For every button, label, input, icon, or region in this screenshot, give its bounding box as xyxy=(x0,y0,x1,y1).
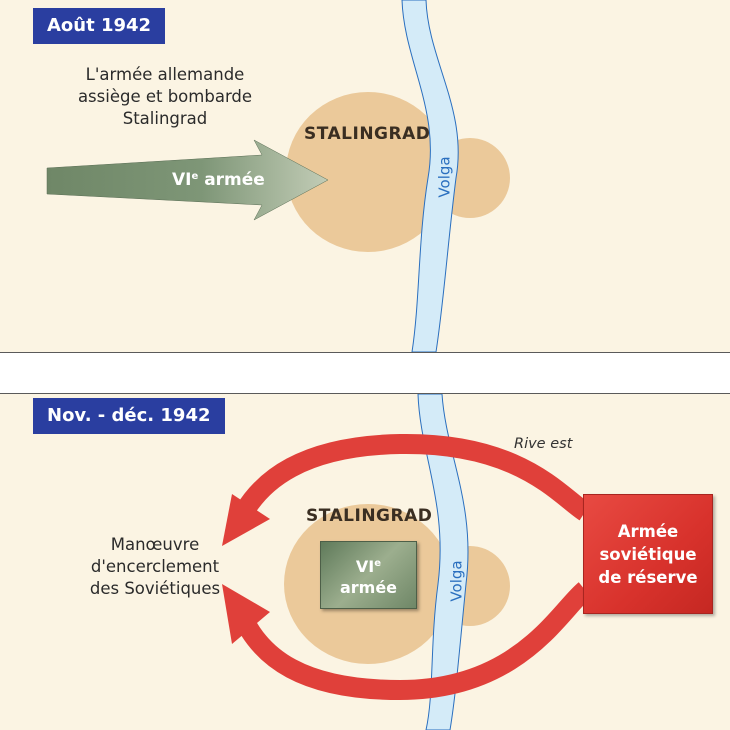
river-label-bottom: Volga xyxy=(447,560,466,602)
description-top: L'armée allemande assiège et bombarde St… xyxy=(60,64,270,130)
army-numeral-line: VIe xyxy=(356,553,381,577)
city-label-top: STALINGRAD xyxy=(304,124,431,144)
panel-nov-dec-1942: Nov. - déc. 1942 Rive est Manœuvre d'enc… xyxy=(0,393,730,730)
panel-august-1942: Août 1942 L'armée allemande assiège et b… xyxy=(0,0,730,353)
description-line: d'encerclement xyxy=(90,557,220,576)
reserve-line: soviétique xyxy=(599,544,697,564)
description-bottom: Manœuvre d'encerclement des Soviétiques xyxy=(60,534,250,600)
army-sup: e xyxy=(191,171,199,182)
volga-river-bottom xyxy=(417,394,469,730)
header-nov-dec-1942: Nov. - déc. 1942 xyxy=(33,398,225,434)
army-label-top: VIe armée xyxy=(172,170,265,190)
soviet-reserve-box: Armée soviétique de réserve xyxy=(583,494,713,614)
header-august-1942: Août 1942 xyxy=(33,8,166,44)
encirclement-arrowhead-lower xyxy=(222,584,270,644)
stalingrad-city-top xyxy=(286,92,510,252)
encirclement-arrow-upper xyxy=(235,433,591,521)
river-label-top: Volga xyxy=(435,156,454,198)
army-numeral: VI xyxy=(355,556,375,576)
army-numeral: VI xyxy=(172,170,192,190)
sixth-army-box: VIe armée xyxy=(320,541,417,609)
army-sup: e xyxy=(374,557,382,569)
encirclement-arrow-lower xyxy=(235,582,592,701)
encirclement-arrowhead-upper xyxy=(222,494,270,546)
reserve-line: Armée xyxy=(617,521,679,541)
description-line: L'armée allemande xyxy=(85,65,245,84)
description-line: assiège et bombarde xyxy=(77,87,253,106)
description-line: Manœuvre xyxy=(110,535,200,554)
army-word: armée xyxy=(339,577,398,597)
description-line: Stalingrad xyxy=(122,109,208,128)
riverbank-label: Rive est xyxy=(514,436,573,452)
sixth-army-arrow xyxy=(46,139,329,221)
top-map xyxy=(46,0,510,352)
city-label-bottom: STALINGRAD xyxy=(306,506,433,526)
description-line: des Soviétiques xyxy=(89,579,221,598)
volga-river-top xyxy=(401,0,459,352)
reserve-line: de réserve xyxy=(598,567,698,587)
army-word: armée xyxy=(204,170,265,190)
